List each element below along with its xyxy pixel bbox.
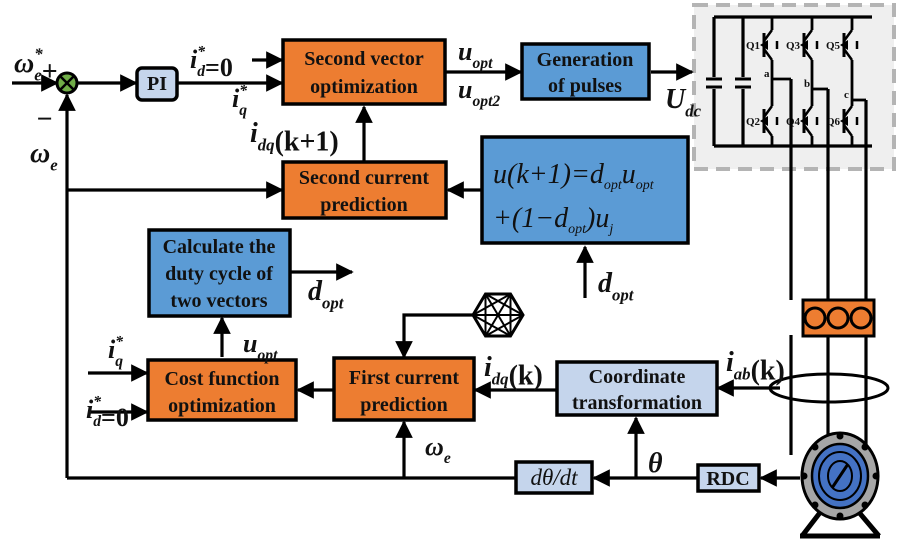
switch-label: Q1 <box>746 40 760 52</box>
u-opt-label: uopt <box>458 37 493 72</box>
summing-junction <box>55 71 79 95</box>
omega-feedback-label: −ωe <box>30 104 58 174</box>
voltage-vector-hexagon-icon <box>471 292 525 338</box>
eq-line2: +(1−d <box>493 203 569 234</box>
switch-label: Q6 <box>826 116 841 128</box>
iab-k-label: iab(k) <box>726 347 785 386</box>
iq-ref-label: i*q <box>232 82 247 119</box>
derivative-label: dθ/dt <box>530 465 578 490</box>
idq-k-label: idq(k) <box>484 352 543 391</box>
phase-label: c <box>844 89 849 101</box>
dc-capacitor-icon <box>706 77 751 89</box>
block-label: duty cycle of <box>165 263 273 285</box>
block-label: Second current <box>299 167 430 189</box>
block-label: transformation <box>572 392 702 414</box>
first-current-prediction-block[interactable]: First current prediction <box>332 356 476 422</box>
pi-block[interactable]: PI <box>135 66 179 102</box>
block-label: prediction <box>320 194 407 216</box>
block-label: Second vector <box>304 48 424 70</box>
d-opt-output-label: dopt <box>308 276 345 312</box>
pi-label: PI <box>147 73 167 95</box>
theta-label: θ <box>648 448 663 479</box>
inverter: Q1 Q2 a Q3 Q4 b Q5 <box>692 3 896 171</box>
block-label: two vectors <box>170 290 267 312</box>
second-vector-optimization-block[interactable]: Second vector optimization <box>281 38 447 106</box>
iq-ref-bottom-label: i*q <box>108 333 123 370</box>
block-label: Coordinate <box>589 366 686 388</box>
motor-icon <box>800 431 881 539</box>
igbt-switch-icon <box>760 29 780 61</box>
switch-label: Q4 <box>786 116 801 128</box>
igbt-switch-icon <box>840 105 860 137</box>
voltage-equation-block[interactable]: u(k+1)=doptuopt +(1−dopt)uj <box>480 135 690 245</box>
svg-text:+(1−dopt)uj: +(1−dopt)uj <box>493 203 613 237</box>
block-label: Cost function <box>164 368 279 390</box>
block-label: prediction <box>360 394 447 416</box>
id-ref-bottom-label: i*d=0 <box>86 393 129 432</box>
phase-label: b <box>804 78 810 90</box>
block-label: Generation <box>537 49 634 71</box>
u-opt2-label: uopt2 <box>458 75 500 110</box>
igbt-switch-icon <box>840 29 860 61</box>
d-opt-input-label: dopt <box>598 268 635 304</box>
u-opt-bottom-label: uopt <box>243 329 278 364</box>
block-label: Calculate the <box>163 236 276 258</box>
block-label: optimization <box>310 76 418 98</box>
current-sensor-icon <box>768 372 890 404</box>
omega-ref-label: ω*e+ <box>14 44 58 87</box>
rdc-label: RDC <box>706 468 749 490</box>
igbt-switch-icon <box>800 29 820 61</box>
switch-label: Q2 <box>746 116 761 128</box>
coordinate-transformation-block[interactable]: Coordinate transformation <box>555 360 719 417</box>
inverter-boundary <box>692 3 896 171</box>
rdc-block[interactable]: RDC <box>696 463 761 493</box>
omega-e-label: ωe <box>425 432 451 467</box>
phase-label: a <box>764 68 770 80</box>
udc-label: Udc <box>665 84 702 120</box>
current-transducer-icon <box>801 298 876 338</box>
block-label: of pulses <box>548 75 622 97</box>
switch-label: Q5 <box>826 40 841 52</box>
block-label: optimization <box>168 395 276 417</box>
duty-cycle-block[interactable]: Calculate the duty cycle of two vectors <box>147 228 292 318</box>
signal-wires <box>12 51 890 487</box>
block-label: First current <box>349 367 459 389</box>
second-current-prediction-block[interactable]: Second current prediction <box>281 160 448 220</box>
id-ref-label: i*d=0 <box>190 43 233 82</box>
igbt-switch-icon <box>760 105 780 137</box>
derivative-block[interactable]: dθ/dt <box>514 460 594 495</box>
igbt-switch-icon <box>800 105 820 137</box>
generation-of-pulses-block[interactable]: Generation of pulses <box>520 42 651 101</box>
switch-label: Q3 <box>786 40 801 52</box>
idq-k-plus-1-label: idq(k+1) <box>250 118 339 157</box>
eq-line1: u(k+1)=d <box>493 159 605 190</box>
cost-function-block[interactable]: Cost function optimization <box>146 358 298 422</box>
svg-text:u(k+1)=doptuopt: u(k+1)=doptuopt <box>493 159 655 193</box>
